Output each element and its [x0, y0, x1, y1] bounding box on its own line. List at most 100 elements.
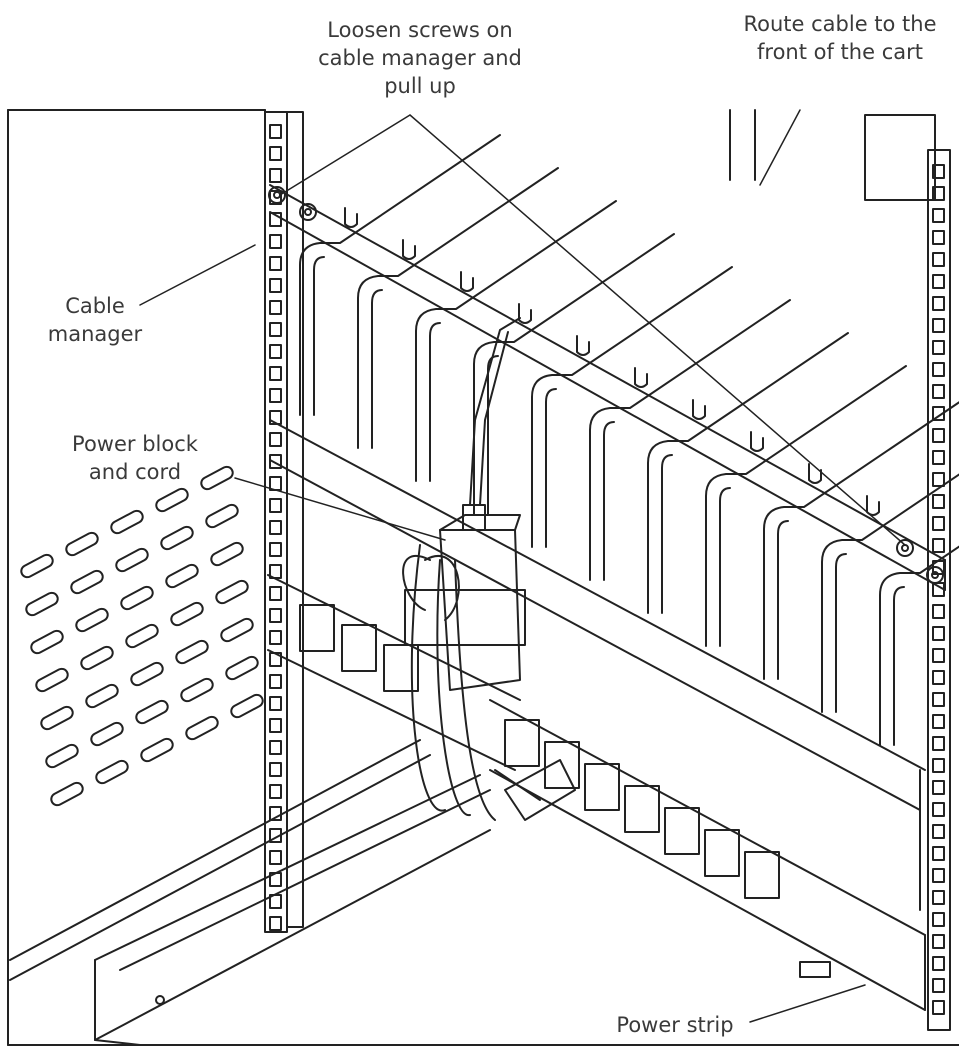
perforation-slot [120, 585, 154, 611]
rail-slot [269, 586, 282, 601]
rail-slot [932, 230, 945, 245]
rail-slot [932, 846, 945, 861]
rail-slot [932, 186, 945, 201]
rail-slot [269, 388, 282, 403]
perforation-slot [50, 781, 84, 807]
plug [494, 759, 576, 821]
perforation-slot [170, 601, 204, 627]
divider-inner [835, 553, 847, 713]
bar-tab [808, 463, 822, 484]
perforation-slot [65, 531, 99, 557]
center-post [729, 109, 756, 181]
leader-power-strip [749, 984, 866, 1023]
divider [647, 332, 849, 614]
rail-slot [932, 714, 945, 729]
device-dividers [299, 134, 959, 746]
perforation-slot [75, 607, 109, 633]
rail-slot [932, 758, 945, 773]
rail-slot [269, 850, 282, 865]
right-rack-rail [927, 149, 951, 1031]
perforation-slot [90, 721, 124, 747]
perforation-slot [115, 547, 149, 573]
rail-slot [269, 256, 282, 271]
divider-inner [545, 388, 557, 548]
rail-slot [269, 608, 282, 623]
perforation-slot [215, 579, 249, 605]
divider-inner [429, 322, 441, 482]
divider-inner [371, 289, 383, 449]
lower-shelf [269, 419, 926, 911]
callout-loosen-screws: Loosen screws on cable manager and pull … [318, 18, 522, 98]
divider-inner [661, 454, 673, 614]
rail-slot [269, 520, 282, 535]
rail-slot [269, 212, 282, 227]
bar-tab [750, 431, 764, 452]
perforation-slot [95, 759, 129, 785]
leader-loosen-right [409, 114, 906, 546]
leader-power-block [234, 477, 446, 541]
bar-tab [866, 495, 880, 516]
outlet [383, 644, 419, 692]
bar-tab [402, 239, 416, 260]
outlet [299, 604, 335, 652]
top-right-bracket [864, 114, 936, 201]
rail-slot [932, 450, 945, 465]
rail-slot [932, 516, 945, 531]
rail-slot [932, 494, 945, 509]
rail-slot [269, 300, 282, 315]
perforation-slot [25, 591, 59, 617]
rail-slot [932, 670, 945, 685]
perforation-slot [130, 661, 164, 687]
callout-power-block: Power block and cord [72, 432, 198, 484]
rail-slot [269, 366, 282, 381]
callout-cable-manager: Cable manager [47, 294, 143, 346]
leader-lines [139, 109, 906, 1023]
velcro-strap [404, 589, 526, 646]
perforation-slot [20, 553, 54, 579]
divider [473, 233, 675, 515]
perforation-slot [185, 715, 219, 741]
perforation-slot [110, 509, 144, 535]
rail-slot [269, 146, 282, 161]
perforation-slot [125, 623, 159, 649]
divider-inner [719, 487, 731, 647]
rail-slot [932, 1000, 945, 1015]
rail-slot [269, 234, 282, 249]
rail-slot [269, 124, 282, 139]
perforation-slot [200, 465, 234, 491]
power-cord [469, 317, 521, 506]
perforation-slot [80, 645, 114, 671]
divider [879, 545, 959, 746]
perforation-slot [140, 737, 174, 763]
right-screw-2 [926, 566, 944, 584]
rail-slot [932, 472, 945, 487]
callout-route-cable: Route cable to the front of the cart [743, 12, 937, 64]
perforation-slot [165, 563, 199, 589]
rail-slot [932, 274, 945, 289]
perforation-slot [155, 487, 189, 513]
divider-inner [777, 520, 789, 680]
perforation-slot [180, 677, 214, 703]
rail-slot [932, 164, 945, 179]
rail-slot [269, 784, 282, 799]
outlet [744, 851, 780, 899]
perforation-slot [70, 569, 104, 595]
bar-tab [692, 399, 706, 420]
perforation-slot [40, 705, 74, 731]
outlet [704, 829, 740, 877]
leader-cable-manager [139, 244, 256, 306]
left-screw-2 [299, 203, 317, 221]
outlet [584, 763, 620, 811]
bar-tab [576, 335, 590, 356]
rail-slot [269, 916, 282, 931]
rail-slot [932, 912, 945, 927]
perforation-slot [35, 667, 69, 693]
callout-power-strip: Power strip [616, 1013, 734, 1037]
rail-slot [932, 362, 945, 377]
divider-inner [313, 256, 325, 416]
rail-slot [269, 630, 282, 645]
perforation-slot [30, 629, 64, 655]
right-screw [896, 539, 914, 557]
left-power-strip [267, 574, 521, 771]
